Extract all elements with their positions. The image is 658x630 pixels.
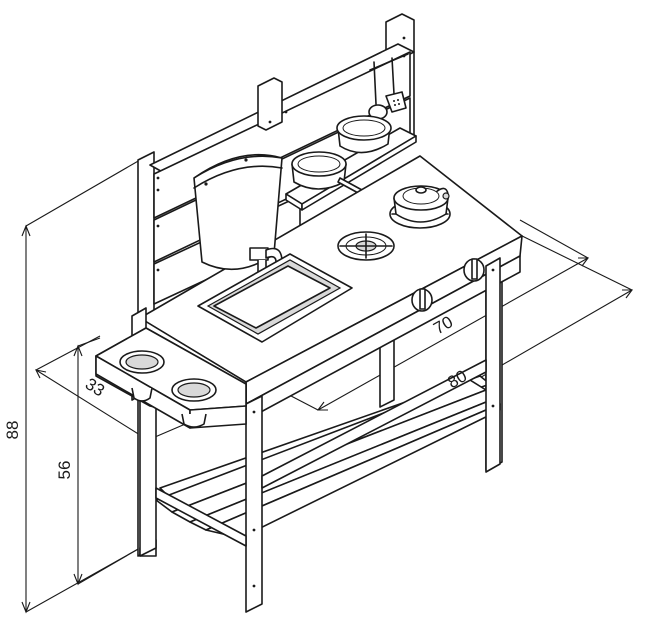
leg-front-left xyxy=(245,395,263,613)
knob-right xyxy=(463,258,485,282)
pot-upper xyxy=(336,115,392,154)
side-bowl-shelf xyxy=(95,307,247,557)
bucket xyxy=(193,153,283,273)
burner-front xyxy=(337,231,395,261)
sink xyxy=(197,253,353,343)
lower-crossbar-left xyxy=(155,487,247,547)
dim-label-88: 88 xyxy=(3,421,22,440)
utensils xyxy=(368,53,409,120)
lower-shelf-rail-front xyxy=(261,359,487,489)
pot-lower xyxy=(291,151,363,195)
dim-label-56: 56 xyxy=(55,461,74,480)
kettle-pot xyxy=(393,185,450,223)
leg-front-right xyxy=(485,257,501,473)
knob-left xyxy=(411,288,433,312)
